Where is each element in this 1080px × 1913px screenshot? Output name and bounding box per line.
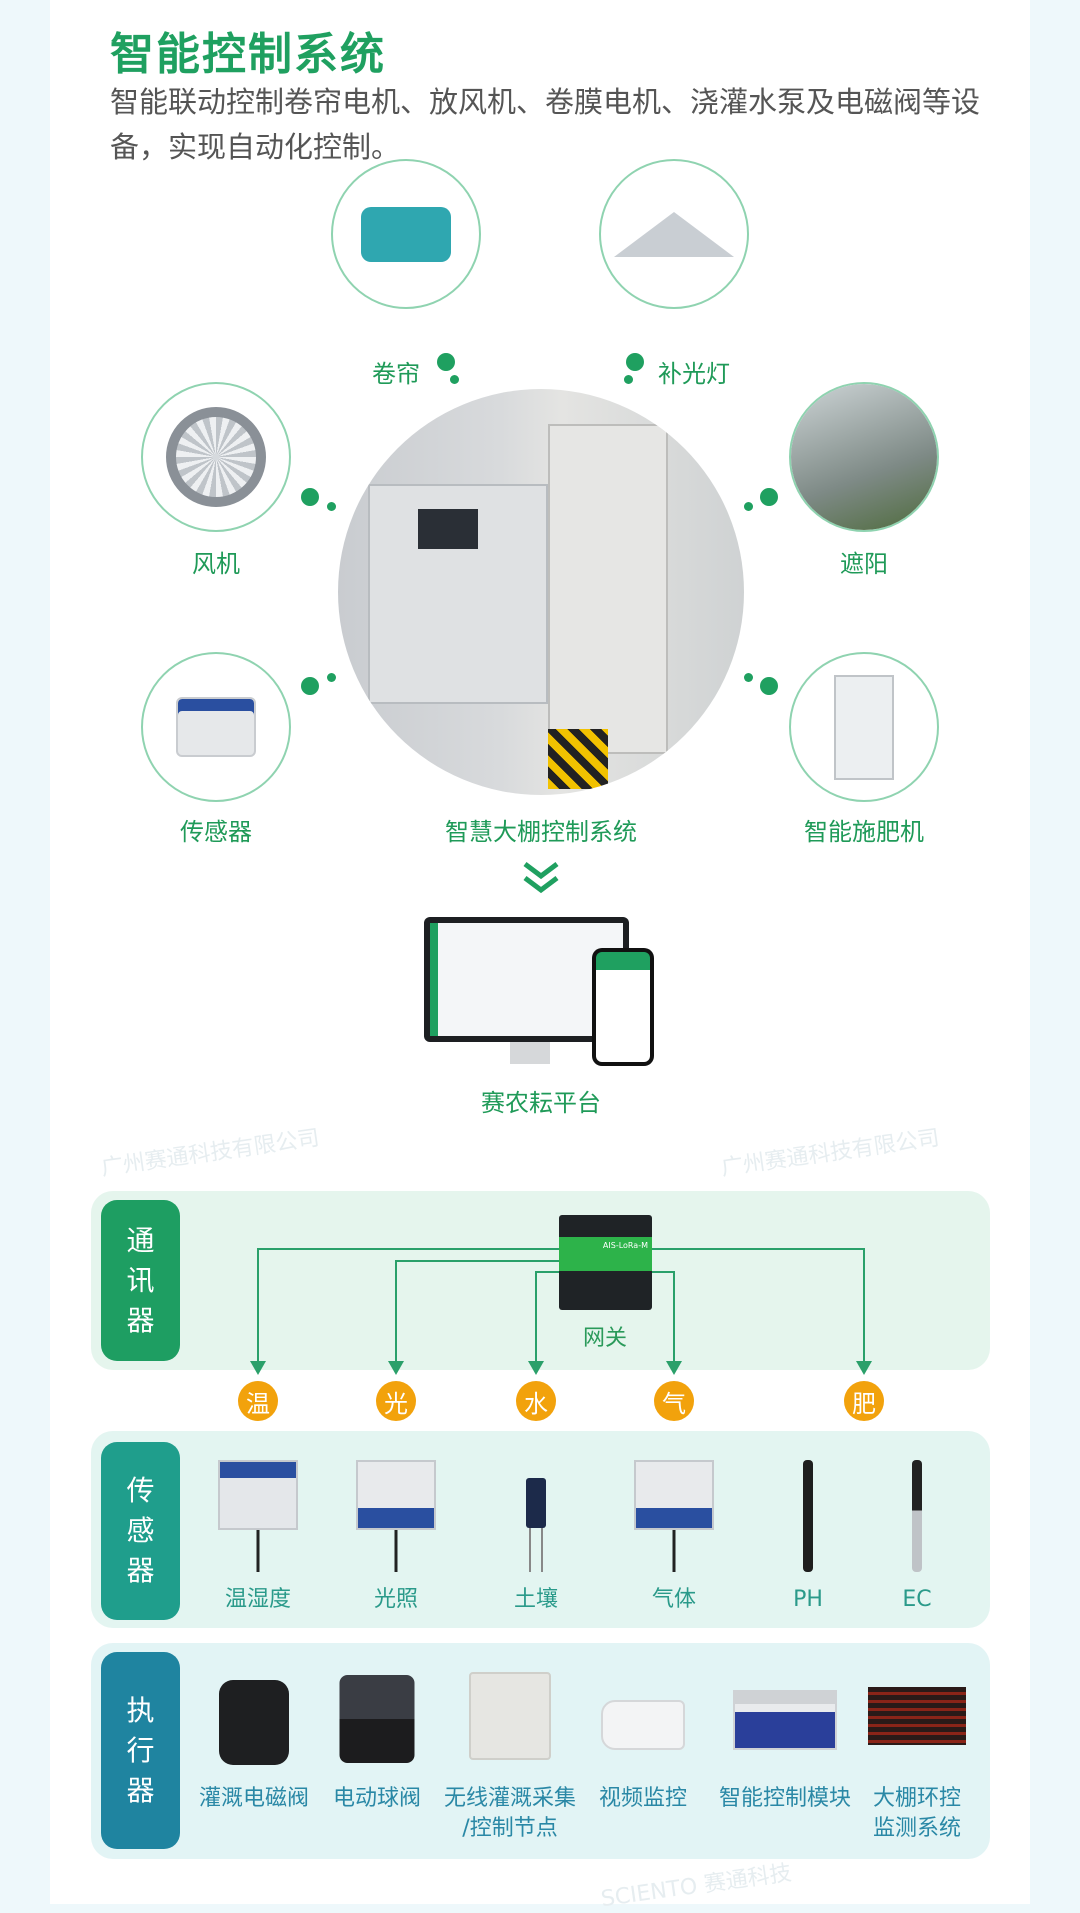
device-label: 智能施肥机 <box>804 818 924 846</box>
monitor-stand <box>510 1042 550 1064</box>
solenoid-valve-image <box>219 1680 289 1765</box>
tag-char: 感 <box>126 1514 155 1547</box>
fan-image <box>141 382 291 532</box>
sensor-image <box>141 652 291 802</box>
connector-dot <box>327 502 336 511</box>
gateway-label: 网关 <box>582 1326 628 1351</box>
label-line: 电动球阀 <box>332 1786 422 1811</box>
label-line: 大棚环控 <box>872 1786 962 1811</box>
phone-image <box>592 948 654 1066</box>
motor-image <box>331 159 481 309</box>
connector-dot <box>624 375 633 384</box>
temp-humidity-sensor-image <box>218 1460 298 1530</box>
communication-panel: 通讯器 <box>91 1191 990 1370</box>
double-chevron-down-icon <box>523 862 559 894</box>
tag-char: 讯 <box>126 1263 155 1297</box>
led-display-image <box>868 1687 966 1745</box>
wireless-node-image <box>469 1672 551 1760</box>
connector-dot <box>301 488 319 506</box>
ec-sensor-image <box>912 1460 922 1572</box>
connector-dot <box>626 353 644 371</box>
actuator-label: 无线灌溉采集/控制节点 <box>444 1784 576 1844</box>
sensor-cable <box>256 1530 260 1572</box>
actuator-label: 视频监控 <box>599 1784 687 1814</box>
category-badge: 温 <box>238 1381 278 1421</box>
connector-dot <box>744 502 753 511</box>
label-line: 灌溉电磁阀 <box>198 1786 310 1811</box>
device-label: 传感器 <box>180 818 252 846</box>
connector-dot <box>327 673 336 682</box>
platform-label: 赛农耘平台 <box>481 1089 601 1117</box>
gateway-model: AIS-LoRa-M <box>602 1241 648 1250</box>
connector-dot <box>301 677 319 695</box>
page-title: 智能控制系统 <box>110 29 386 80</box>
control-module-image <box>733 1690 837 1750</box>
device-label: 遮阳 <box>840 550 888 578</box>
tag-char: 传 <box>126 1474 155 1507</box>
gateway-image: AIS-LoRa-M <box>559 1215 652 1310</box>
tag-char: 器 <box>126 1554 155 1587</box>
device-label: 风机 <box>192 550 240 578</box>
gas-sensor-image <box>634 1460 714 1530</box>
sensor-label: EC <box>902 1587 932 1612</box>
connector-dot <box>437 353 455 371</box>
tag-char: 器 <box>126 1773 155 1807</box>
actuator-label: 灌溉电磁阀 <box>199 1784 309 1814</box>
sensor-label: 土壤 <box>513 1587 559 1612</box>
tag-char: 行 <box>126 1733 155 1767</box>
soil-probe <box>529 1528 543 1572</box>
connector-dot <box>760 677 778 695</box>
actuator-label: 电动球阀 <box>333 1784 421 1814</box>
label-line: 智能控制模块 <box>718 1786 852 1811</box>
sensor-cable <box>672 1530 676 1572</box>
sensor-label: PH <box>793 1587 823 1612</box>
label-line: 无线灌溉采集 <box>443 1786 577 1811</box>
fertilizer-machine-image <box>789 652 939 802</box>
label-line: 监测系统 <box>872 1816 962 1841</box>
tag-char: 通 <box>126 1223 155 1257</box>
light-sensor-image <box>356 1460 436 1530</box>
sensor-label: 光照 <box>373 1587 419 1612</box>
electric-ball-valve-image <box>339 1675 415 1763</box>
sensor-cable <box>394 1530 398 1572</box>
sensor-label: 气体 <box>651 1587 697 1612</box>
sensor-label: 温湿度 <box>224 1587 292 1612</box>
category-badge: 水 <box>516 1381 556 1421</box>
category-badge: 光 <box>376 1381 416 1421</box>
connector-dot <box>450 375 459 384</box>
category-badge: 肥 <box>844 1381 884 1421</box>
label-line: /控制节点 <box>462 1816 558 1841</box>
device-label: 补光灯 <box>658 360 730 388</box>
control-cabinet-image <box>338 389 744 795</box>
center-system-label: 智慧大棚控制系统 <box>445 818 637 846</box>
actuator-label: 大棚环控监测系统 <box>873 1784 961 1844</box>
connector-dot <box>760 488 778 506</box>
connector-dot <box>744 673 753 682</box>
shade-image <box>789 382 939 532</box>
actuator-label: 智能控制模块 <box>719 1784 851 1814</box>
actuators-tag: 执行器 <box>101 1652 180 1849</box>
tag-char: 器 <box>126 1303 155 1337</box>
sensors-tag: 传感器 <box>101 1442 180 1620</box>
communication-tag: 通讯器 <box>101 1200 180 1361</box>
ph-sensor-image <box>803 1460 813 1572</box>
label-line: 视频监控 <box>598 1786 688 1811</box>
camera-image <box>601 1700 685 1750</box>
tag-char: 执 <box>126 1693 155 1727</box>
device-label: 卷帘 <box>372 360 420 388</box>
soil-sensor-image <box>526 1478 546 1528</box>
grow-light-image <box>599 159 749 309</box>
page-subtitle: 智能联动控制卷帘电机、放风机、卷膜电机、浇灌水泵及电磁阀等设备，实现自动化控制。 <box>110 85 981 164</box>
category-badge: 气 <box>654 1381 694 1421</box>
